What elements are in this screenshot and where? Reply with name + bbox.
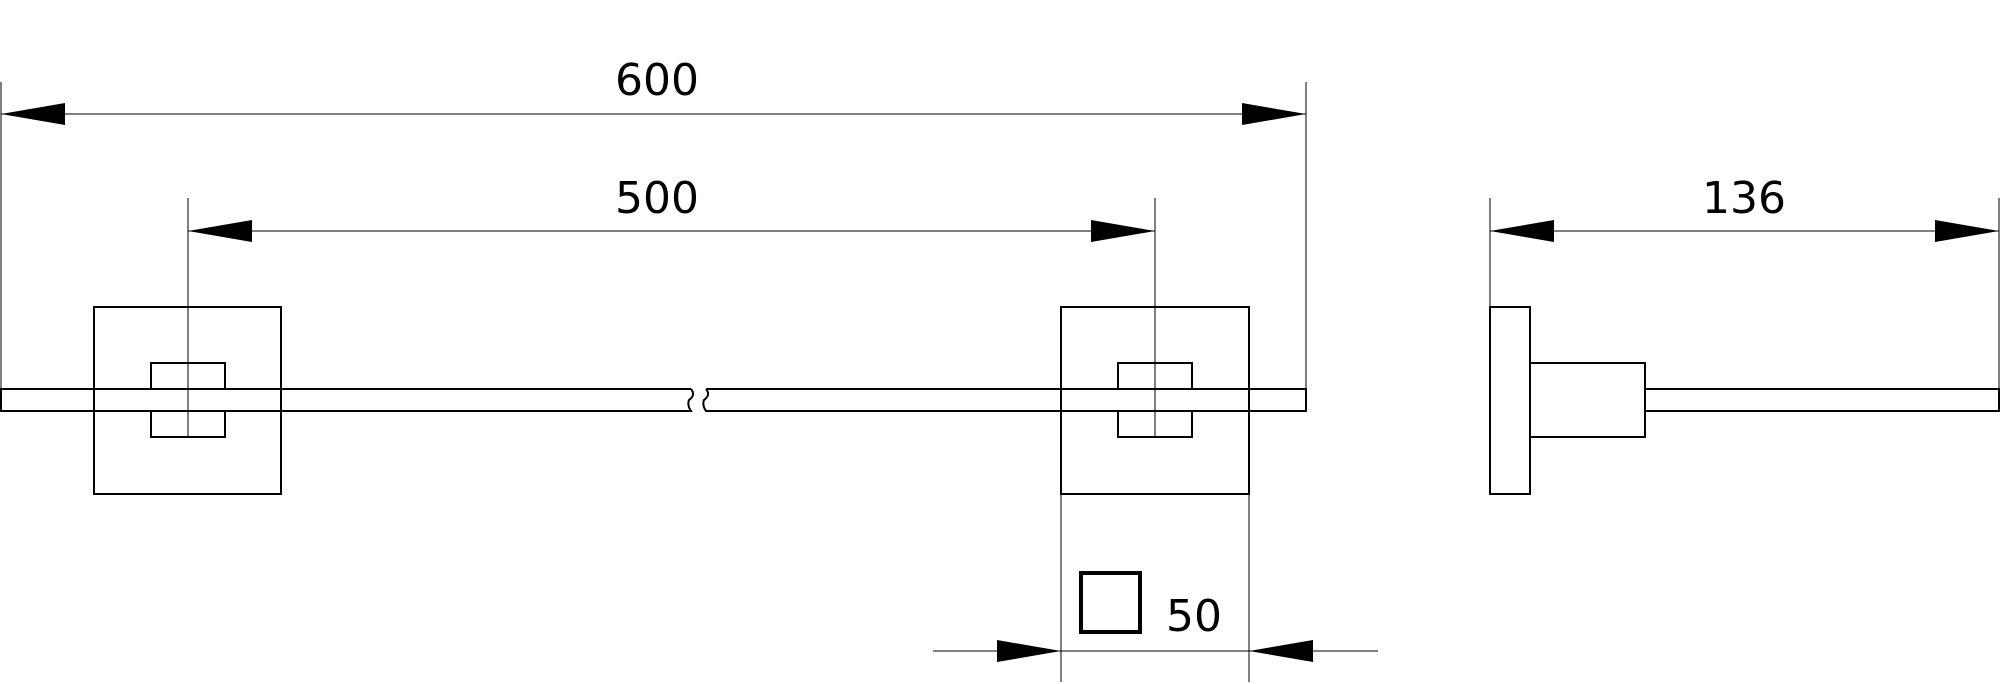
dimension-square: 50 [933, 571, 1378, 662]
dimension-spacing: 500 [188, 173, 1155, 242]
arrow-right [1091, 220, 1155, 242]
bar-left-section [0, 388, 695, 412]
square-symbol-icon [1079, 571, 1142, 634]
arrow-left [1490, 220, 1554, 242]
dimension-overall: 600 [1, 55, 1306, 125]
arrow-left [188, 220, 252, 242]
side-bracket [1530, 362, 1646, 438]
dimension-label-136: 136 [1702, 173, 1786, 224]
side-bar [1644, 388, 2000, 412]
side-view: 136 [1489, 173, 2000, 495]
bar-right-section [702, 388, 1307, 412]
dimension-label-600: 600 [615, 55, 699, 106]
arrow-right [1242, 103, 1306, 125]
dimension-label-500: 500 [615, 173, 699, 224]
dimension-label-50: 50 [1166, 591, 1222, 642]
dimension-depth: 136 [1490, 173, 1999, 242]
arrow-right [1249, 640, 1313, 662]
front-view: 600 500 50 [0, 55, 1378, 682]
side-wall-plate [1489, 306, 1531, 495]
arrow-left [1, 103, 65, 125]
arrow-left [997, 640, 1061, 662]
arrow-right [1935, 220, 1999, 242]
